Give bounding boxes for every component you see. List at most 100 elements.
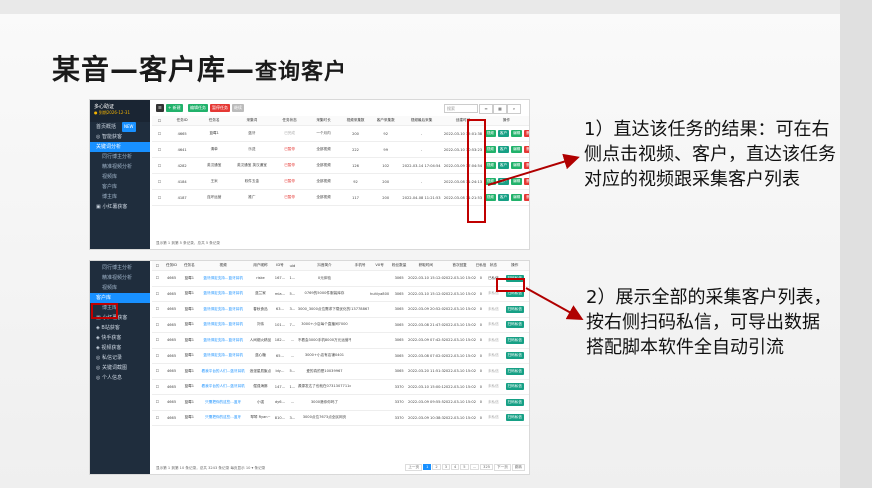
pause-task-button[interactable]: 暂停任务 [210, 104, 230, 112]
video-button[interactable]: 视频 [484, 130, 496, 137]
page-button[interactable]: 5 [460, 464, 469, 470]
customer-button[interactable]: 客户 [497, 146, 510, 153]
customer-button[interactable]: 客户 [497, 130, 510, 137]
row-checkbox[interactable]: ☐ [152, 173, 168, 190]
delete-button[interactable]: 删除 [524, 162, 529, 169]
sidebar-item[interactable]: 精准视频分析 [90, 273, 150, 283]
sidebar-item[interactable]: ◈ 视频获客 [90, 343, 150, 353]
menu-icon[interactable]: ☰ [156, 104, 164, 112]
row-checkbox[interactable]: ☐ [152, 317, 163, 333]
scan-message-button[interactable]: 扫码私信 [505, 367, 524, 375]
row-checkbox[interactable]: ☐ [152, 141, 168, 158]
row-checkbox[interactable]: ☐ [152, 270, 163, 287]
edit-button[interactable]: 编辑 [511, 178, 523, 185]
video-link[interactable]: 蓝牙绑定支持…蓝牙耳机 [203, 291, 243, 296]
sidebar-item[interactable]: ◈ 快手获客 [90, 333, 150, 343]
video-link[interactable]: 只需把你的这些…蓝牙 [205, 415, 242, 420]
select-all-checkbox[interactable]: ☐ [152, 261, 163, 271]
scan-message-button[interactable]: 扫码私信 [505, 290, 524, 298]
page-button[interactable]: … [469, 464, 480, 470]
page-button[interactable]: 下一页 [494, 464, 511, 471]
cell-video[interactable]: 蓝牙绑定支持…蓝牙耳机 [198, 332, 249, 349]
edit-button[interactable]: 编辑 [511, 162, 523, 169]
new-button[interactable]: + 新建 [166, 104, 183, 112]
page-button[interactable]: 2 [432, 464, 441, 470]
scan-message-button[interactable]: 扫码私信 [505, 383, 524, 391]
scan-message-button[interactable]: 扫码私信 [505, 305, 524, 313]
video-link[interactable]: 只需把你的这些…蓝牙 [205, 399, 242, 404]
row-checkbox[interactable]: ☐ [152, 301, 163, 318]
edit-button[interactable]: 编辑 [511, 130, 523, 137]
sidebar-item[interactable]: 客户库 [90, 182, 150, 192]
sidebar-item[interactable]: 关键词分析 [90, 142, 150, 152]
video-button[interactable]: 视频 [484, 194, 496, 201]
customer-button[interactable]: 客户 [497, 194, 510, 201]
cell-video[interactable]: 蓝牙绑定支持…蓝牙耳机 [198, 348, 249, 364]
sidebar-item[interactable]: 视频库 [90, 172, 150, 182]
sidebar-item[interactable]: ◎ 私信记录 [90, 353, 150, 363]
video-button[interactable]: 视频 [484, 178, 496, 185]
cell-video[interactable]: 只需把你的这些…蓝牙 [198, 394, 249, 411]
sidebar-item[interactable]: ◈ B站获客 [90, 323, 150, 333]
search-input[interactable]: 搜索 [444, 104, 478, 113]
row-checkbox[interactable]: ☐ [152, 410, 163, 426]
video-link[interactable]: 蓝牙绑定支持…蓝牙耳机 [203, 306, 243, 311]
sidebar-item[interactable]: 视频库 [90, 283, 150, 293]
sidebar-item[interactable]: ▣ 小红薯获客 [90, 202, 150, 212]
sidebar-item[interactable]: 博主库 [90, 192, 150, 202]
row-checkbox[interactable]: ☐ [152, 379, 163, 395]
delete-button[interactable]: 删除 [524, 146, 529, 153]
video-link[interactable]: 看我平台的人们…蓝牙耳机 [201, 368, 245, 373]
edit-button[interactable]: 编辑 [511, 146, 523, 153]
row-checkbox[interactable]: ☐ [152, 286, 163, 302]
row-checkbox[interactable]: ☐ [152, 348, 163, 364]
resume-button[interactable]: 继续 [232, 104, 244, 112]
list-view-icon[interactable]: ≡ [479, 104, 493, 114]
row-checkbox[interactable]: ☐ [152, 157, 168, 174]
sidebar-item[interactable]: ◎ 关键词截图 [90, 363, 150, 373]
scan-message-button[interactable]: 扫码私信 [505, 321, 524, 329]
edit-button[interactable]: 编辑 [511, 194, 523, 201]
row-checkbox[interactable]: ☐ [152, 332, 163, 349]
delete-button[interactable]: 删除 [524, 194, 529, 201]
row-checkbox[interactable]: ☐ [152, 125, 168, 142]
sidebar-item[interactable]: 精准视频分析 [90, 162, 150, 172]
scan-message-button[interactable]: 扫码私信 [505, 336, 524, 344]
scan-message-button[interactable]: 扫码私信 [505, 352, 524, 360]
scan-message-button[interactable]: 扫码私信 [505, 414, 524, 422]
delete-button[interactable]: 删除 [524, 178, 529, 185]
cell-video[interactable]: 看我平台的人们…蓝牙耳机 [198, 379, 249, 395]
sidebar-item[interactable]: 客户库 [90, 293, 150, 303]
sidebar-item[interactable]: 同行博主分析 [90, 152, 150, 162]
video-link[interactable]: 蓝牙绑定支持…蓝牙耳机 [203, 275, 243, 280]
row-checkbox[interactable]: ☐ [152, 363, 163, 380]
cell-video[interactable]: 蓝牙绑定支持…蓝牙耳机 [198, 301, 249, 318]
page-button[interactable]: 3 [441, 464, 450, 470]
video-link[interactable]: 蓝牙绑定支持…蓝牙耳机 [203, 353, 243, 358]
cell-video[interactable]: 蓝牙绑定支持…蓝牙耳机 [198, 286, 249, 302]
scan-message-button[interactable]: 扫码私信 [505, 398, 524, 406]
page-button[interactable]: 325 [480, 464, 494, 470]
cell-video[interactable]: 只需把你的这些…蓝牙 [198, 410, 249, 426]
select-all-checkbox[interactable]: ☐ [152, 116, 168, 126]
video-link[interactable]: 看我平台的人们…蓝牙耳机 [201, 384, 245, 389]
cell-video[interactable]: 看我平台的人们…蓝牙耳机 [198, 363, 249, 380]
row-checkbox[interactable]: ☐ [152, 189, 168, 206]
delete-button[interactable]: 删除 [524, 130, 529, 137]
columns-icon[interactable]: ▦ [493, 104, 507, 114]
search-icon[interactable]: ⌕ [507, 104, 521, 114]
page-button[interactable]: 4 [450, 464, 460, 470]
cell-video[interactable]: 蓝牙绑定支持…蓝牙耳机 [198, 317, 249, 333]
page-button[interactable]: 1 [423, 464, 432, 470]
customer-button[interactable]: 客户 [497, 162, 510, 169]
video-link[interactable]: 蓝牙绑定支持…蓝牙耳机 [203, 322, 243, 327]
cell-video[interactable]: 蓝牙绑定支持…蓝牙耳机 [198, 270, 249, 287]
row-checkbox[interactable]: ☐ [152, 394, 163, 411]
sidebar-item[interactable]: 博主库 [90, 303, 150, 313]
sidebar-item[interactable]: ◎ 智能获客 [90, 132, 150, 142]
video-button[interactable]: 视频 [484, 162, 496, 169]
page-button[interactable]: 上一页 [405, 464, 423, 471]
sidebar-item[interactable]: 同行博主分析 [90, 263, 150, 273]
page-button[interactable]: 跳转 [511, 464, 525, 471]
